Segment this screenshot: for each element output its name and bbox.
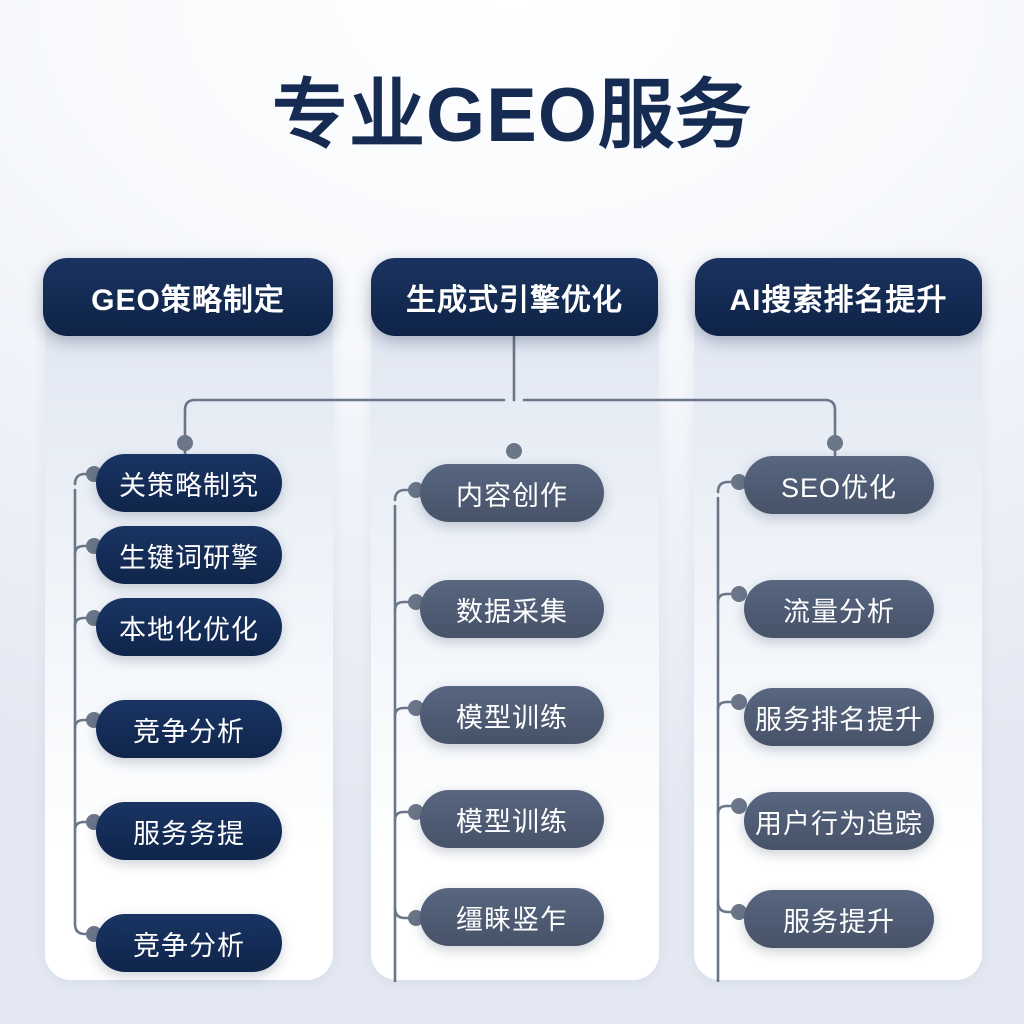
list-item[interactable]: 内容创作 <box>420 464 604 522</box>
column-header-ai-search-ranking[interactable]: AI搜索排名提升 <box>695 258 982 336</box>
list-item[interactable]: 本地化优化 <box>96 598 282 656</box>
list-item[interactable]: 用户行为追踪 <box>744 792 934 850</box>
list-item[interactable]: 生键词研擎 <box>96 526 282 584</box>
column-header-generative-engine[interactable]: 生成式引擎优化 <box>371 258 658 336</box>
list-item[interactable]: SEO优化 <box>744 456 934 514</box>
list-item[interactable]: 服务排名提升 <box>744 688 934 746</box>
list-item[interactable]: 竞争分析 <box>96 700 282 758</box>
list-item[interactable]: 流量分析 <box>744 580 934 638</box>
list-item[interactable]: 模型训练 <box>420 686 604 744</box>
list-item[interactable]: 缰睐竖乍 <box>420 888 604 946</box>
list-item[interactable]: 关策略制究 <box>96 454 282 512</box>
list-item[interactable]: 数据采集 <box>420 580 604 638</box>
list-item[interactable]: 服务务提 <box>96 802 282 860</box>
page-title: 专业GEO服务 <box>272 73 752 158</box>
diagram-board: GEO策略制定 生成式引擎优化 AI搜索排名提升 关策略制究 生键词研擎 本地化… <box>0 258 1024 982</box>
list-item[interactable]: 竞争分析 <box>96 914 282 972</box>
list-item[interactable]: 服务提升 <box>744 890 934 948</box>
list-item[interactable]: 模型训练 <box>420 790 604 848</box>
column-header-geo-strategy[interactable]: GEO策略制定 <box>43 258 333 336</box>
